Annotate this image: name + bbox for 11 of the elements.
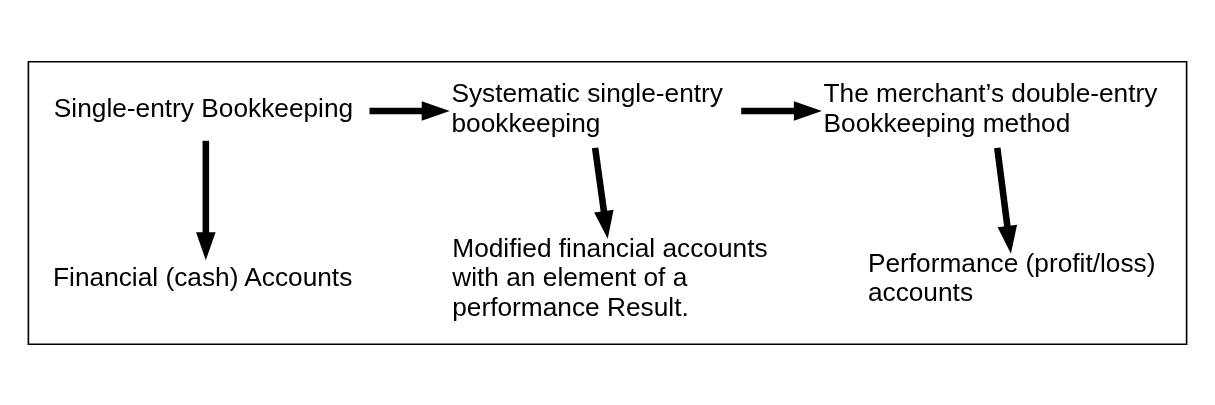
node-text: Single-entry Bookkeeping bbox=[53, 92, 354, 123]
arrow bbox=[994, 146, 1018, 254]
node-text: Performance (profit/loss) accounts bbox=[867, 247, 1156, 307]
node-text: Financial (cash) Accounts bbox=[53, 261, 353, 292]
arrow bbox=[369, 100, 450, 121]
node-text: Modified financial accounts with an element of a performance Result. bbox=[452, 232, 768, 322]
cluster bbox=[27, 60, 1188, 345]
node-text: Systematic single-entry bookkeeping bbox=[451, 77, 723, 138]
arrow bbox=[591, 146, 614, 239]
node-text: The merchant’s double-entry Bookkeeping method bbox=[823, 77, 1158, 138]
arrow bbox=[196, 140, 216, 260]
